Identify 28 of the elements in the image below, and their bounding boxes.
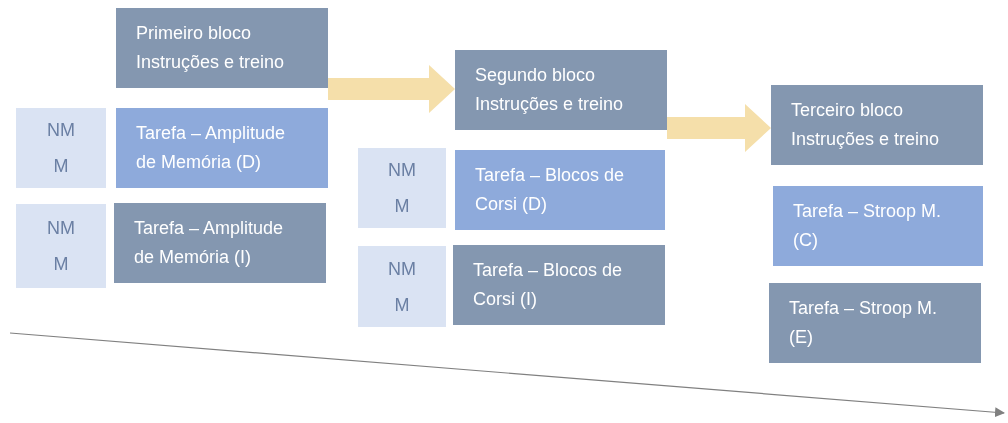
box-text: Tarefa – Blocos de Corsi (D) (475, 164, 626, 216)
block-arrow (667, 104, 771, 152)
box-text: Terceiro bloco Instruções e treino (791, 99, 941, 151)
label-box (16, 204, 106, 288)
box-text: Tarefa – Amplitude de Memória (D) (136, 122, 287, 174)
task-box (771, 85, 983, 165)
box-text: NMM (46, 217, 76, 276)
task-box (455, 150, 665, 230)
box-text: NMM (46, 119, 76, 178)
task-box (114, 203, 326, 283)
box-text: NMM (387, 257, 417, 317)
box-text: Tarefa – Stroop M. (E) (789, 297, 939, 349)
label-box (358, 148, 446, 228)
block-arrow (328, 65, 455, 113)
task-box (773, 186, 983, 266)
box-text: Tarefa – Amplitude de Memória (I) (134, 217, 285, 269)
task-box (116, 8, 328, 88)
box-text: Segundo bloco Instruções e treino (475, 64, 625, 116)
box-text: Tarefa – Stroop M. (C) (793, 200, 943, 252)
label-box (16, 108, 106, 188)
box-text: Primeiro bloco Instruções e treino (136, 22, 286, 74)
box-text: Tarefa – Blocos de Corsi (I) (473, 259, 624, 311)
box-text: NMM (387, 159, 417, 218)
task-box (455, 50, 667, 130)
task-box (116, 108, 328, 188)
task-box (453, 245, 665, 325)
label-box (358, 246, 446, 327)
task-box (769, 283, 981, 363)
